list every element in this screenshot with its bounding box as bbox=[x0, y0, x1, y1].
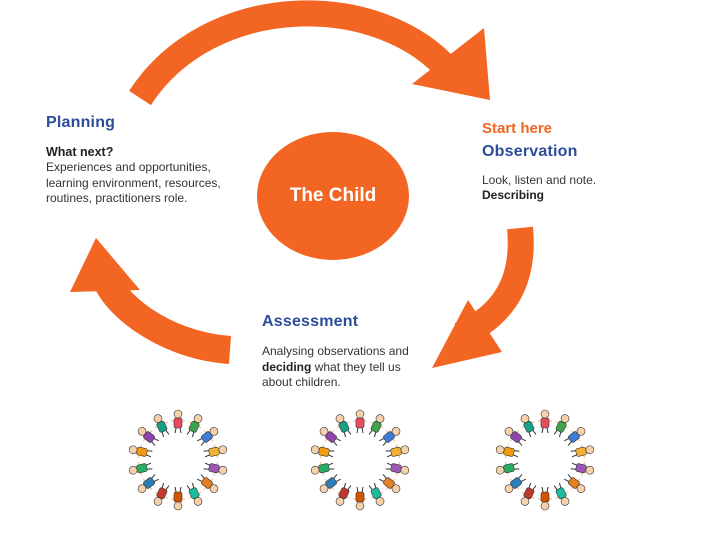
child-figure bbox=[570, 461, 595, 476]
child-figure bbox=[310, 444, 335, 459]
observation-start-label: Start here bbox=[482, 120, 553, 137]
child-figure bbox=[137, 427, 159, 446]
child-figure bbox=[385, 461, 410, 476]
child-figure bbox=[538, 409, 552, 434]
child-figure bbox=[335, 414, 352, 438]
observation-emphasis: Describing bbox=[482, 188, 545, 202]
planning-subtitle: What next? bbox=[46, 145, 114, 159]
child-figure bbox=[570, 444, 595, 459]
child-figure bbox=[153, 414, 170, 438]
child-figure bbox=[319, 427, 341, 446]
child-figure bbox=[310, 461, 335, 476]
child-figure bbox=[128, 444, 153, 459]
arrowhead-observation bbox=[412, 28, 490, 100]
assessment-body-part1: Analysing observations and bbox=[262, 344, 409, 358]
child-figure bbox=[128, 461, 153, 476]
assessment-body-bold: deciding bbox=[262, 359, 312, 374]
child-figure bbox=[353, 409, 367, 434]
children-circle-illustration-1 bbox=[128, 409, 228, 511]
child-figure bbox=[495, 461, 520, 476]
child-figure bbox=[564, 427, 586, 446]
planning-title: Planning bbox=[46, 114, 116, 131]
assessment-body-part2: what they tell us about children. bbox=[262, 359, 401, 390]
child-figure bbox=[564, 474, 586, 493]
child-figure bbox=[153, 482, 170, 506]
child-figure bbox=[553, 482, 570, 506]
observation-body: Look, listen and note. bbox=[482, 173, 597, 187]
child-figure bbox=[368, 482, 385, 506]
child-figure bbox=[520, 414, 537, 438]
child-figure bbox=[319, 474, 341, 493]
child-figure bbox=[553, 414, 570, 438]
observation-title: Observation bbox=[482, 143, 578, 160]
child-figure bbox=[353, 486, 367, 511]
child-figure bbox=[368, 414, 385, 438]
child-figure bbox=[186, 482, 203, 506]
child-figure bbox=[379, 427, 401, 446]
child-figure bbox=[197, 474, 219, 493]
children-circle-illustration-3 bbox=[495, 409, 595, 511]
child-figure bbox=[137, 474, 159, 493]
child-figure bbox=[379, 474, 401, 493]
child-figure bbox=[495, 444, 520, 459]
arrow-planning-to-observation bbox=[129, 0, 460, 106]
child-figure bbox=[203, 444, 228, 459]
children-circle-illustration-2 bbox=[310, 409, 410, 511]
center-label: The Child bbox=[289, 185, 377, 206]
child-figure bbox=[520, 482, 537, 506]
assessment-body: Analysing observations and deciding what… bbox=[262, 344, 432, 391]
child-figure bbox=[197, 427, 219, 446]
child-figure bbox=[504, 427, 526, 446]
arrowhead-assessment bbox=[432, 300, 502, 368]
child-figure bbox=[335, 482, 352, 506]
child-figure bbox=[538, 486, 552, 511]
child-figure bbox=[171, 486, 185, 511]
center-circle bbox=[257, 132, 409, 260]
child-figure bbox=[203, 461, 228, 476]
arrowhead-planning bbox=[70, 238, 140, 292]
child-figure bbox=[504, 474, 526, 493]
child-figure bbox=[385, 444, 410, 459]
planning-body: Experiences and opportunities, learning … bbox=[46, 160, 221, 205]
child-figure bbox=[186, 414, 203, 438]
child-figure bbox=[171, 409, 185, 434]
assessment-title: Assessment bbox=[262, 313, 359, 330]
